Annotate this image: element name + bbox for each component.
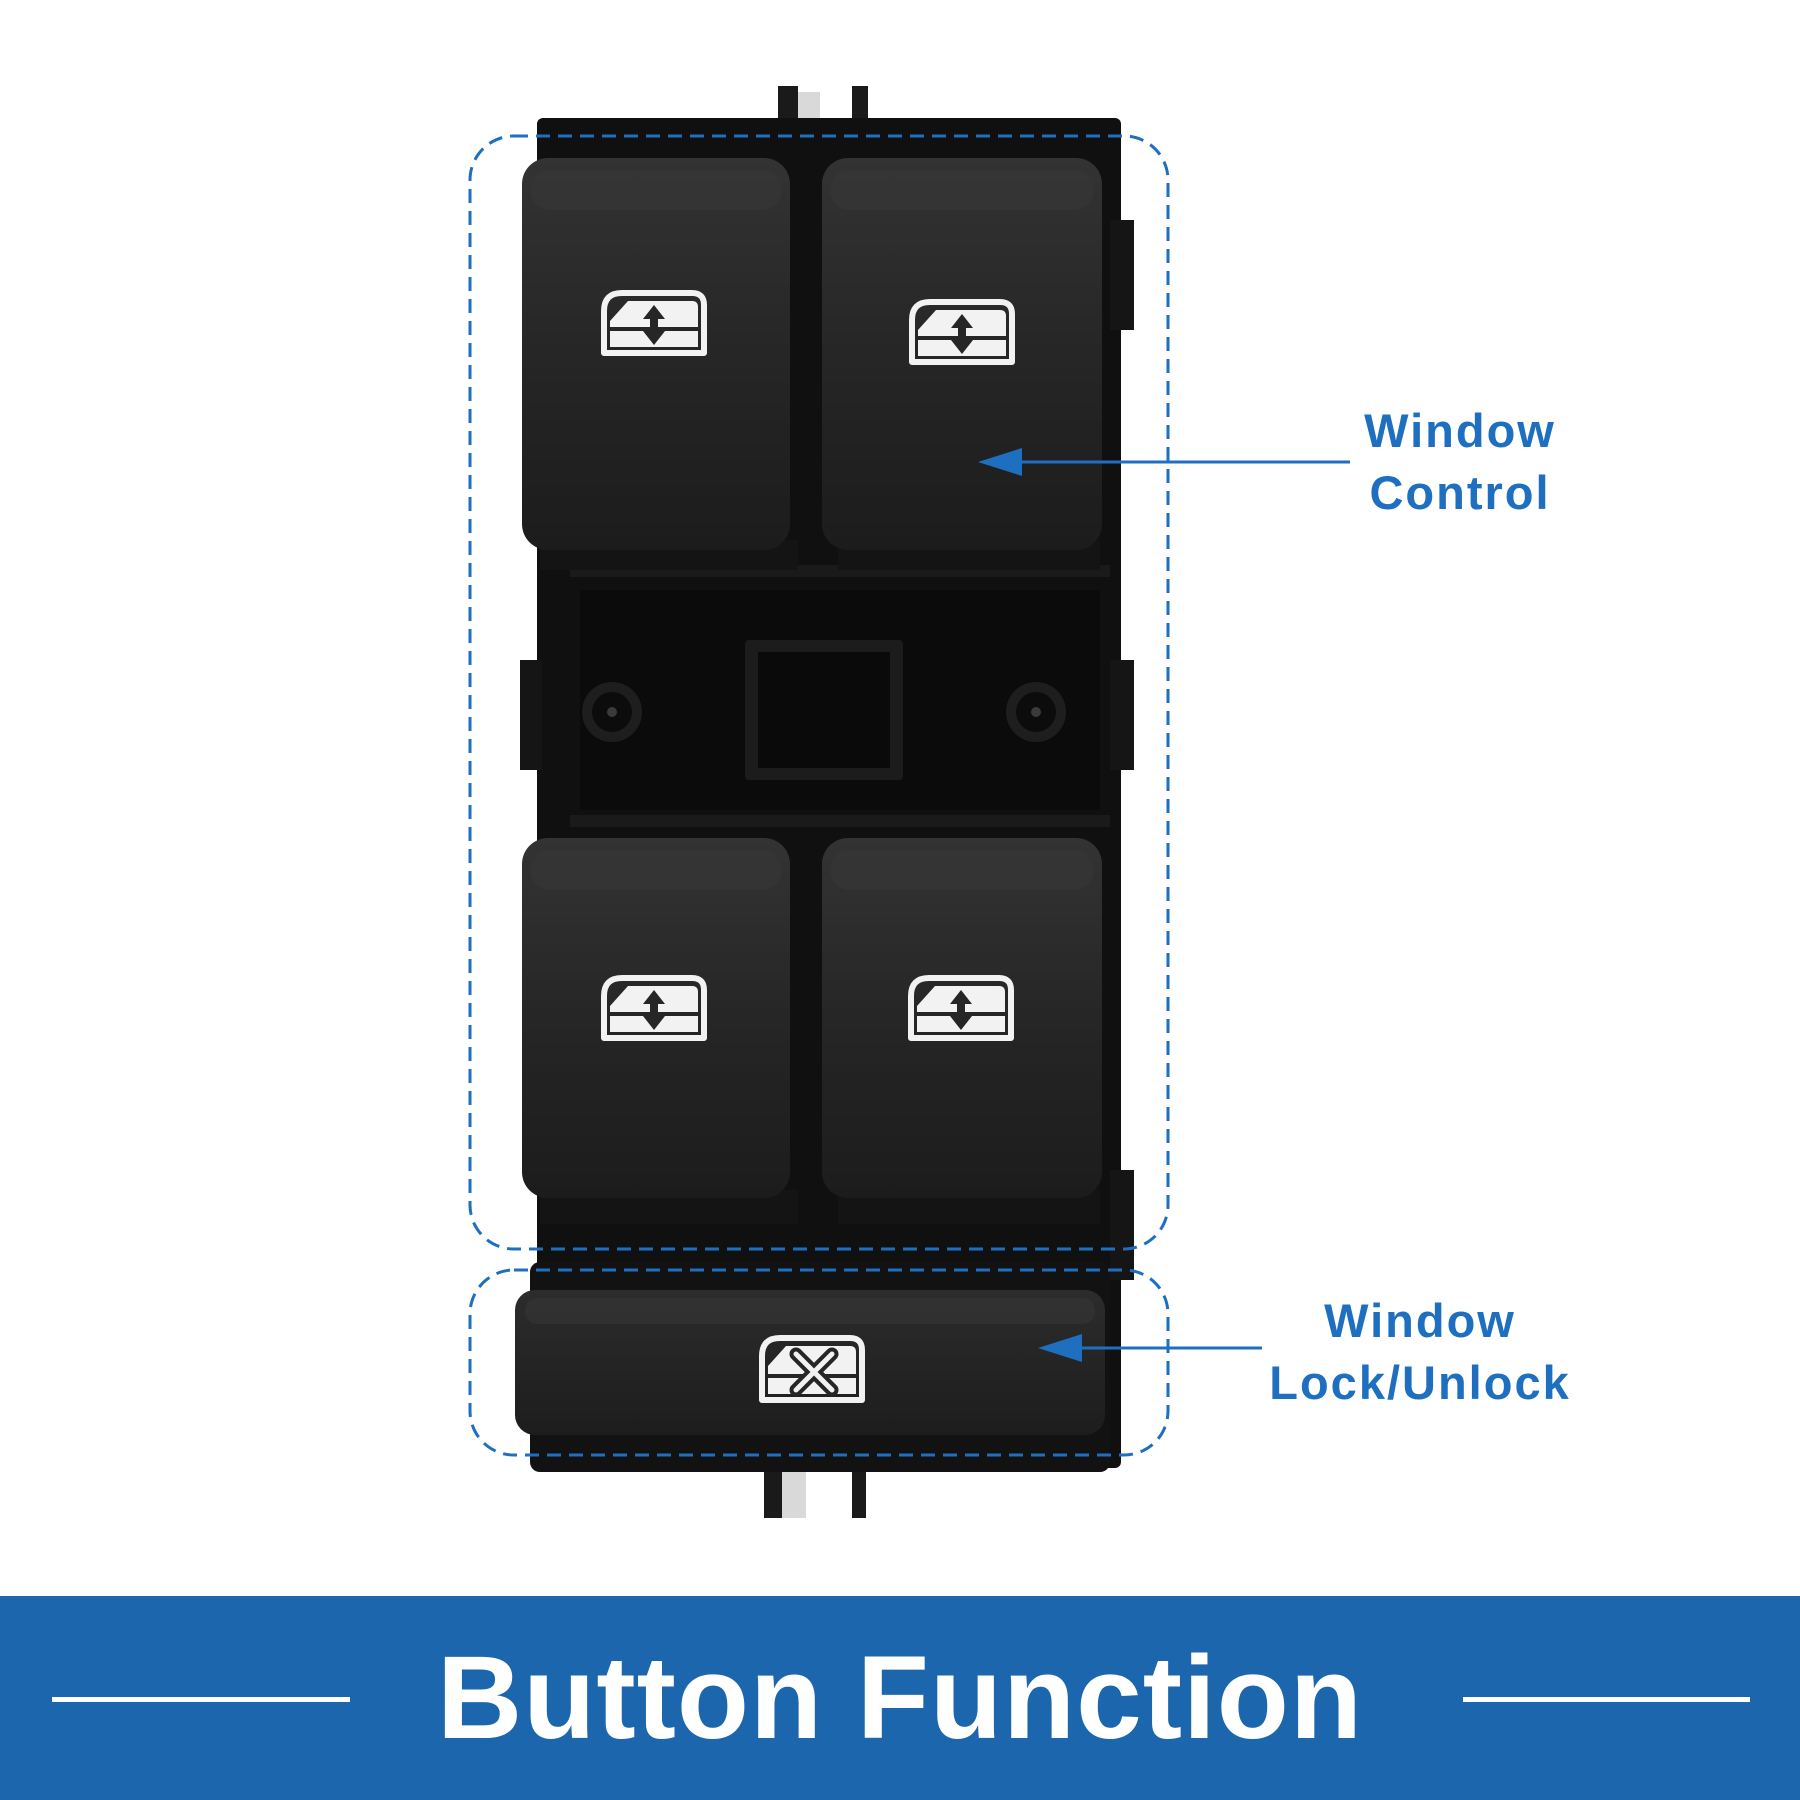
window-button-front-right[interactable] [822,158,1102,570]
window-control-label-line2: Control [1369,466,1551,519]
center-sensor [745,640,903,780]
banner-title: Button Function [437,1632,1363,1764]
mounting-screw-left [582,682,642,742]
footer-banner: Button Function [0,1596,1800,1800]
window-control-label-line1: Window [1364,404,1556,457]
window-lock-button[interactable] [515,1262,1110,1472]
window-lock-label-line2: Lock/Unlock [1269,1356,1571,1409]
window-lock-arrow [1038,1334,1262,1362]
window-lock-label-line1: Window [1324,1294,1516,1347]
window-button-rear-left[interactable] [522,838,798,1224]
mounting-screw-right [1006,682,1066,742]
window-button-rear-right[interactable] [822,838,1102,1224]
banner-divider-right [1463,1697,1750,1702]
window-control-arrow [978,448,1350,476]
window-control-label: Window Control [1300,400,1620,524]
window-lock-highlight [468,1268,1170,1457]
banner-divider-left [52,1697,350,1702]
window-control-highlight [468,134,1170,1251]
window-button-front-left[interactable] [522,158,798,570]
window-lock-label: Window Lock/Unlock [1230,1290,1610,1414]
